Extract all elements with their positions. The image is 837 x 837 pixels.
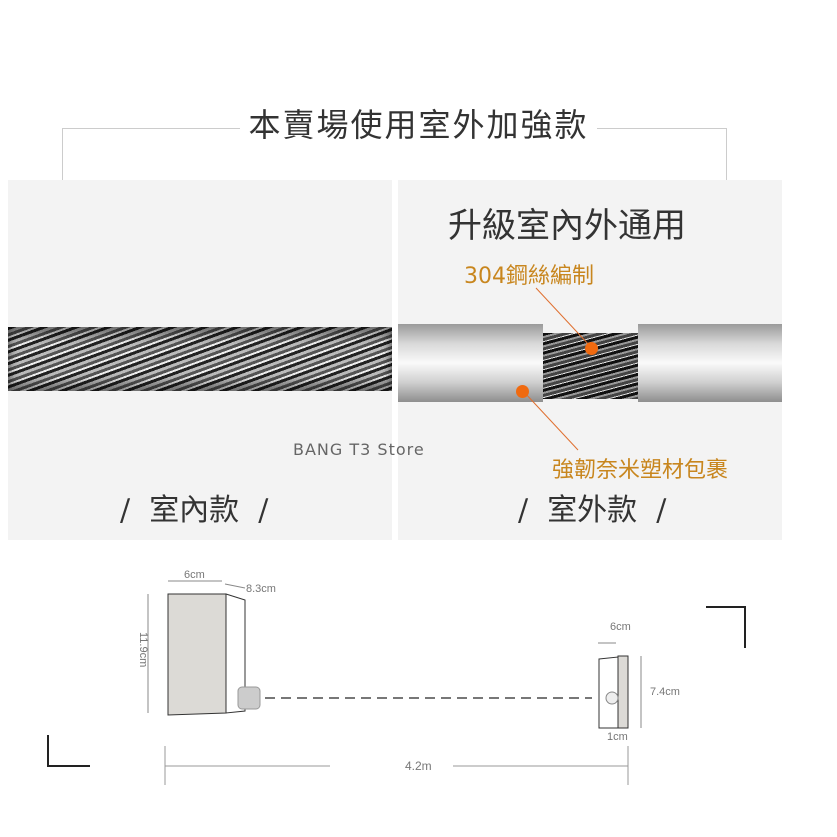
base-depth-label: 8.3cm xyxy=(246,583,276,595)
hook-depth-label: 1cm xyxy=(607,731,628,743)
corner-mark-bl xyxy=(47,735,90,767)
corner-mark-tr xyxy=(706,606,746,648)
core-dot xyxy=(585,342,598,355)
sheath-dot xyxy=(516,385,529,398)
base-unit-front xyxy=(167,593,227,716)
core-callout: 304鋼絲編制 xyxy=(464,264,594,289)
watermark: BANG T3 Store xyxy=(293,440,425,459)
length-label: 4.2m xyxy=(405,759,432,773)
indoor-panel: / 室內款 / xyxy=(8,180,392,540)
page-title: 本賣場使用室外加強款 xyxy=(0,100,837,146)
hook-unit-plate xyxy=(617,655,629,729)
callout-lines xyxy=(523,287,591,451)
hook-ring xyxy=(605,691,619,705)
hook-width-label: 6cm xyxy=(610,621,631,633)
outdoor-label: / 室外款 / xyxy=(518,493,667,528)
sheath-right xyxy=(638,324,782,402)
outdoor-heading: 升級室內外通用 xyxy=(448,206,686,246)
base-width-label: 6cm xyxy=(184,569,205,581)
outdoor-panel: 升級室內外通用 304鋼絲編制 強韌奈米塑材包裹 / 室外款 / xyxy=(398,180,782,540)
steel-cable-image xyxy=(8,327,392,391)
base-unit-side xyxy=(225,593,246,714)
indoor-label: / 室內款 / xyxy=(120,493,269,528)
cable-knob xyxy=(237,686,261,710)
hook-height-label: 7.4cm xyxy=(650,686,680,698)
base-height-label: 11.9cm xyxy=(137,632,149,667)
sheath-callout: 強韌奈米塑材包裹 xyxy=(552,458,729,483)
